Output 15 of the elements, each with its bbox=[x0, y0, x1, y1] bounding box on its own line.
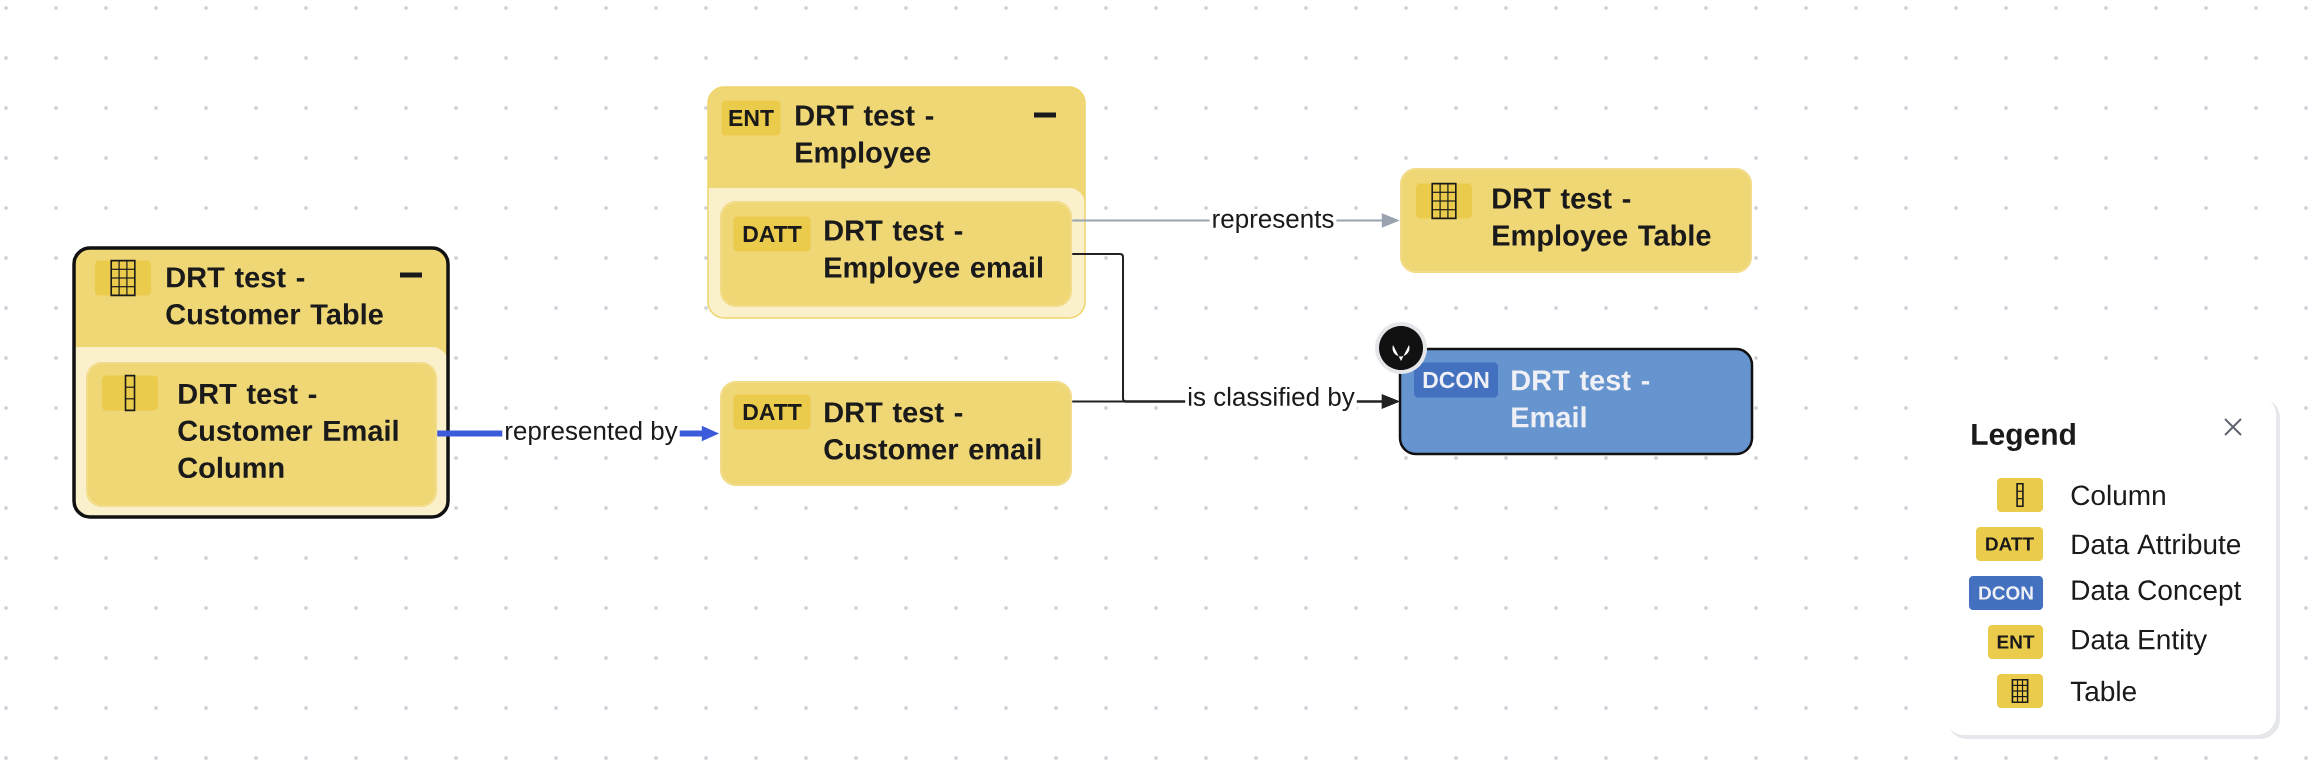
edge-label: represents bbox=[1209, 208, 1337, 236]
legend-label: Table bbox=[2070, 680, 2136, 702]
node-box: DRT test - Employee Table bbox=[1400, 168, 1752, 273]
legend-title: Legend bbox=[1972, 422, 2075, 452]
edge-label: is classified by bbox=[1185, 384, 1357, 414]
type-badge: DCON bbox=[1414, 362, 1498, 398]
legend-label: Data Attribute bbox=[2072, 533, 2241, 555]
node-box: DRT test - Customer Email Column bbox=[86, 362, 437, 507]
legend-label: Data Concept bbox=[2072, 580, 2242, 606]
legend-label: Data Entity bbox=[2072, 628, 2208, 656]
type-badge: DATT bbox=[733, 394, 811, 430]
edge-label: represented by bbox=[502, 418, 680, 448]
type-badge: ENT bbox=[721, 100, 781, 136]
type-badge: DATT bbox=[733, 216, 811, 252]
legend-label: Column bbox=[2071, 484, 2165, 506]
